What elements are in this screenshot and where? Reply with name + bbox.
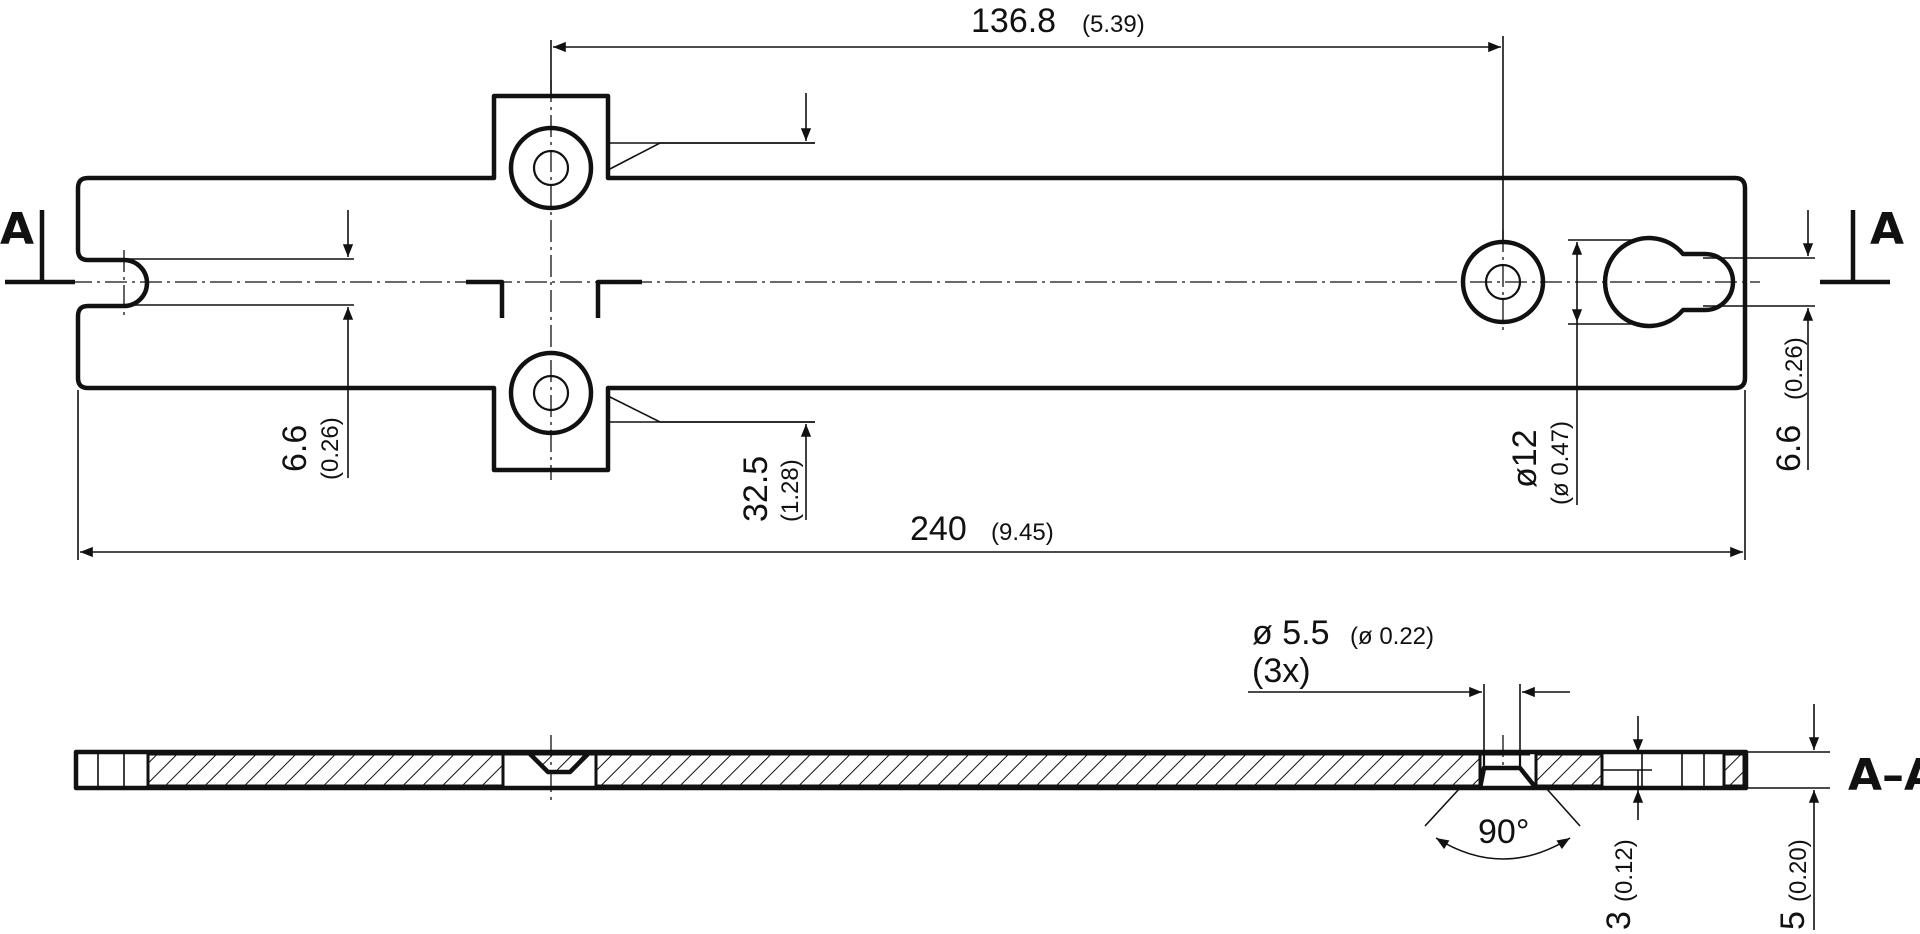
section-letter-right: A bbox=[1870, 204, 1904, 255]
dim-6-6-left-inch: (0.26) bbox=[317, 417, 344, 480]
section-hatch-left bbox=[146, 752, 505, 788]
top-dimensions: 136.8 (5.39) 240 (9.45) 6.6 (0.26) 32.5 … bbox=[77, 2, 1815, 560]
angle-arc bbox=[1435, 837, 1571, 860]
dim-6-6-right-value: 6.6 bbox=[1770, 425, 1808, 472]
plate-outline bbox=[75, 93, 1748, 473]
relief-top bbox=[607, 142, 815, 171]
countersink-right-cut bbox=[1482, 752, 1522, 770]
section-mark-right bbox=[1820, 210, 1890, 285]
dim-32-5-inch: (1.28) bbox=[777, 459, 804, 522]
relief-bottom bbox=[607, 395, 815, 423]
section-letter-left: A bbox=[0, 204, 34, 255]
countersink-right bbox=[1477, 765, 1538, 790]
dim-3-inch: (0.12) bbox=[1611, 839, 1638, 902]
inner-cut-right bbox=[595, 279, 642, 318]
dim-5-value: 5 bbox=[1774, 911, 1812, 930]
dim-32-5-value: 32.5 bbox=[737, 456, 775, 522]
dim-6-6-left-value: 6.6 bbox=[276, 425, 314, 472]
dim-136-value: 136.8 bbox=[971, 2, 1056, 40]
section-hatch-centre bbox=[594, 752, 1482, 788]
countersink-left bbox=[528, 752, 590, 775]
dim-6-6-right-inch: (0.26) bbox=[1781, 337, 1808, 400]
dim-dia-12-inch: (ø 0.47) bbox=[1547, 421, 1574, 505]
section-dimensions: ø 5.5 (ø 0.22) (3x) 90° 3 (0.12) 5 (0.20… bbox=[1248, 614, 1830, 930]
section-label: A–A bbox=[1848, 750, 1920, 801]
section-hatch-right bbox=[1534, 752, 1604, 788]
section-view: A–A bbox=[73, 735, 1920, 801]
dim-3-value: 3 bbox=[1600, 911, 1638, 930]
top-view: A A bbox=[0, 80, 1904, 480]
dim-240-inch: (9.45) bbox=[991, 519, 1054, 546]
dim-angle-value: 90° bbox=[1478, 813, 1529, 851]
dim-240-value: 240 bbox=[910, 510, 967, 548]
dim-hole-dia-value: ø 5.5 bbox=[1252, 614, 1329, 652]
inner-cut-left bbox=[466, 279, 505, 318]
section-body bbox=[73, 749, 1749, 791]
dim-hole-count: (3x) bbox=[1252, 652, 1311, 690]
section-mark-left bbox=[5, 210, 75, 285]
section-hatch-end bbox=[1722, 752, 1746, 788]
dim-136-inch: (5.39) bbox=[1082, 11, 1145, 38]
dim-hole-dia-inch: (ø 0.22) bbox=[1350, 623, 1434, 650]
dim-dia-12-value: ø12 bbox=[1506, 429, 1544, 488]
dim-5-inch: (0.20) bbox=[1785, 839, 1812, 902]
